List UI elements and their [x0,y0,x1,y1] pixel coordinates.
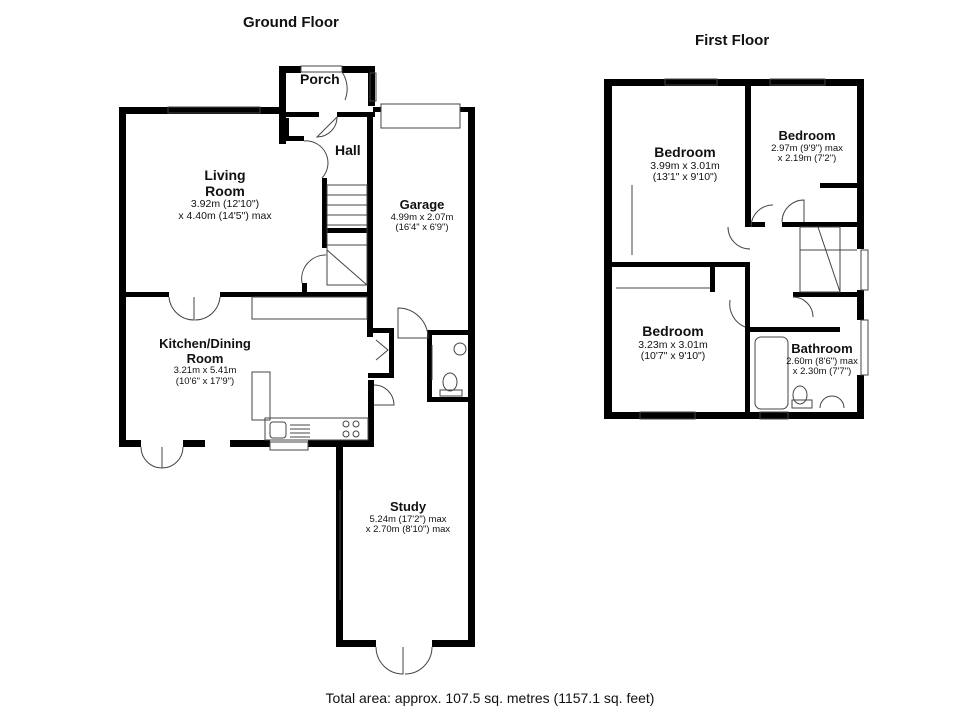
room-name: Hall [335,142,361,158]
room-dimension: 3.21m x 5.41m [173,365,237,377]
hall-label: Hall [335,142,361,159]
porch-label: Porch [300,71,340,88]
kitchen-dining-label: Kitchen/Dining Room 3.21m x 5.41m (10'6"… [145,336,265,387]
bedroom-2-label: Bedroom 2.97m (9'9") max x 2.19m (7'2") [762,128,852,165]
room-dimension: 3.92m (12'10") [190,198,260,211]
room-name-line1: Living [204,167,246,183]
room-name: Bedroom [778,128,836,143]
room-name-line1: Kitchen/Dining [159,336,251,351]
study-label: Study 5.24m (17'2") max x 2.70m (8'10") … [358,499,458,536]
ground-floor-fixtures [140,65,467,675]
room-name: Bedroom [642,323,704,339]
living-room-label: Living Room 3.92m (12'10") x 4.40m (14'5… [155,167,295,223]
room-name: Bedroom [654,144,716,160]
room-name: Porch [300,71,340,87]
room-dimension: (13'1" x 9'10") [652,171,718,184]
room-dimension: x 4.40m (14'5") max [178,210,272,223]
room-dimension: 5.24m (17'2") max [369,513,447,525]
room-dimension: x 2.70m (8'10") max [365,524,451,536]
room-dimension: 2.97m (9'9") max [771,142,843,154]
room-name: Bathroom [791,341,853,356]
first-floor-fixtures [616,78,869,420]
garage-label: Garage 4.99m x 2.07m (16'4" x 6'9") [382,197,462,234]
first-floor-walls [604,79,864,419]
bedroom-3-label: Bedroom 3.23m x 3.01m (10'7" x 9'10") [618,323,728,363]
bathroom-label: Bathroom 2.60m (8'6") max x 2.30m (7'7") [782,341,862,378]
room-dimension: 4.99m x 2.07m [390,211,454,223]
ground-floor-title: Ground Floor [243,14,339,31]
room-dimension: (10'7" x 9'10") [640,350,706,363]
room-name-line2: Room [186,350,224,366]
room-name: Garage [399,197,445,212]
room-dimension: 3.23m x 3.01m [638,338,708,351]
room-dimension: x 2.30m (7'7") [792,366,852,378]
bedroom-1-label: Bedroom 3.99m x 3.01m (13'1" x 9'10") [630,144,740,184]
first-floor-title: First Floor [695,32,770,49]
room-dimension: 3.99m x 3.01m [650,159,720,172]
room-dimension: x 2.19m (7'2") [777,153,837,165]
room-dimension: 2.60m (8'6") max [786,355,858,367]
room-name-line2: Room [205,182,245,199]
room-dimension: (16'4" x 6'9") [395,222,449,234]
room-name: Study [389,499,427,514]
room-dimension: (10'6" x 17'9") [175,375,235,387]
total-area: Total area: approx. 107.5 sq. metres (11… [325,690,655,706]
